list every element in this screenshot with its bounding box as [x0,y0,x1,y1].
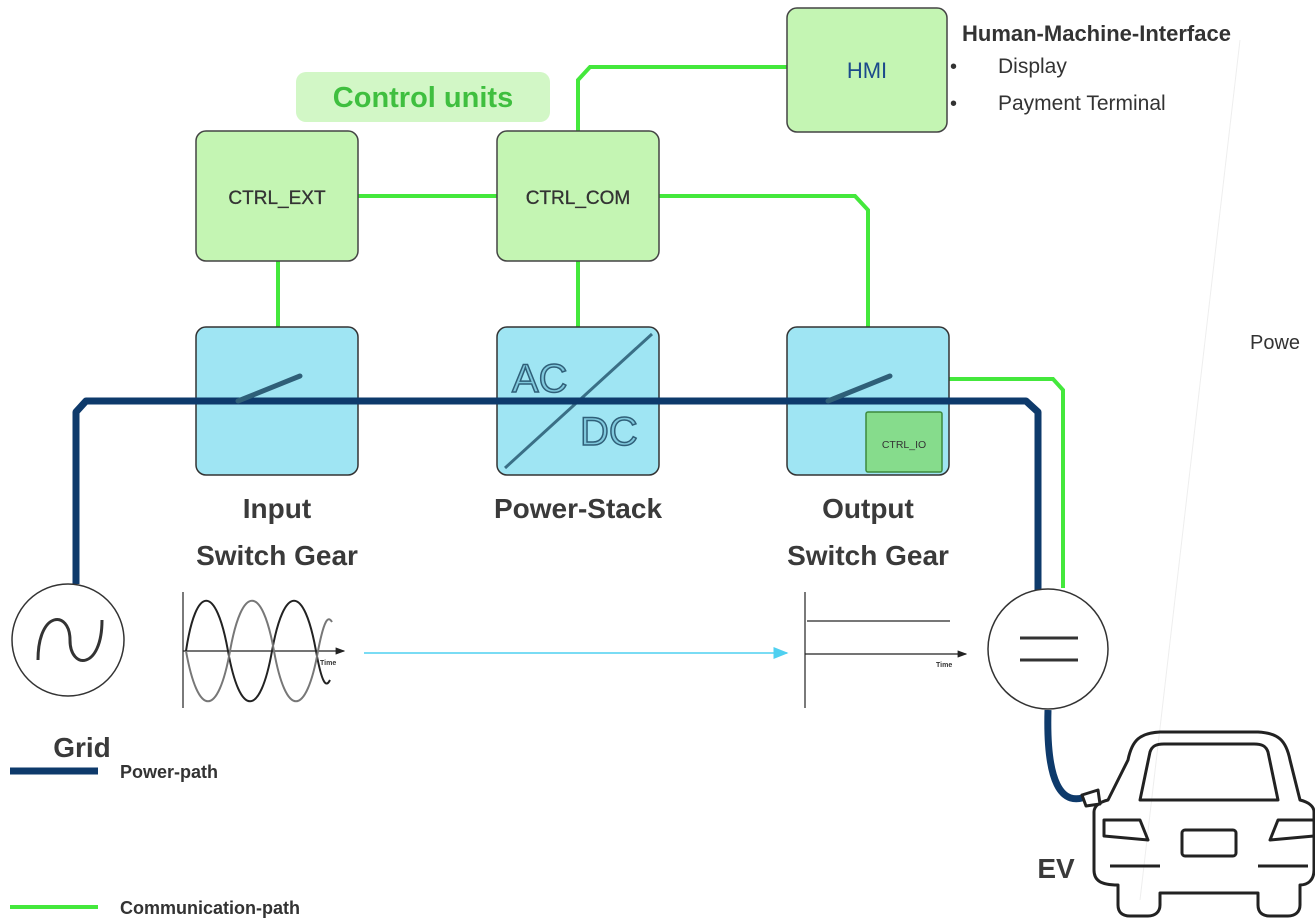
legend-comm-label: Communication-path [120,898,300,918]
legend: Power-path Communication-path [10,762,300,918]
control-units-badge [296,72,550,122]
legend-power-label: Power-path [120,762,218,782]
hmi-info-panel: Human-Machine-Interface • Display • Paym… [950,21,1231,115]
input-switch-contact [235,373,303,404]
grid-label: Grid [53,732,111,763]
ctrl-ext-box: CTRL_EXT [195,130,359,262]
control-units-label: Control units [333,82,513,114]
ac-label: AC [512,357,568,401]
ctrl-ext-label: CTRL_EXT [228,188,326,209]
hmi-panel-title: Human-Machine-Interface [962,21,1231,46]
truncated-side-label: Powe [1250,332,1300,354]
ev-dc-connector-icon [987,588,1109,710]
input-switch-gear-label: Input Switch Gear [196,493,358,571]
ev-label: EV [1037,853,1075,884]
output-switch-contact [825,373,893,404]
output-switch-gear-label: Output Switch Gear [787,493,949,571]
dc-waveform-graph: Time [804,592,968,708]
ctrl-io-label: CTRL_IO [882,439,926,451]
hmi-box-label: HMI [847,58,887,83]
input-label-line2: Switch Gear [196,540,358,571]
communication-paths [276,65,1065,588]
ctrl-io-box [865,411,943,473]
comm-path-output-ev [948,377,1065,588]
grid-ac-source-icon [11,583,125,697]
ac-time-axis-label: Time [320,660,336,667]
input-label-line1: Input [243,493,311,524]
dc-label: DC [580,410,638,454]
output-label-line2: Switch Gear [787,540,949,571]
power-stack-label: Power-Stack [494,493,662,524]
comm-path-com-output [659,194,870,327]
hmi-box: HMI [786,7,948,133]
hmi-item-payment: Payment Terminal [998,92,1166,115]
output-label-line1: Output [822,493,914,524]
power-path-main [72,397,1042,590]
power-path-ev-cable [1044,709,1092,803]
hmi-bullet-1: • [950,56,957,78]
comm-path-hmi [576,65,787,131]
ev-car-icon [1080,730,1315,918]
hmi-bullet-2: • [950,93,957,115]
ac-waveform-graph: Time [182,592,346,708]
page-edge-line [1139,39,1241,901]
dc-time-axis-label: Time [936,662,952,669]
ctrl-com-box: CTRL_COM [496,130,660,262]
ctrl-com-label: CTRL_COM [526,188,631,209]
hmi-item-display: Display [998,55,1067,78]
